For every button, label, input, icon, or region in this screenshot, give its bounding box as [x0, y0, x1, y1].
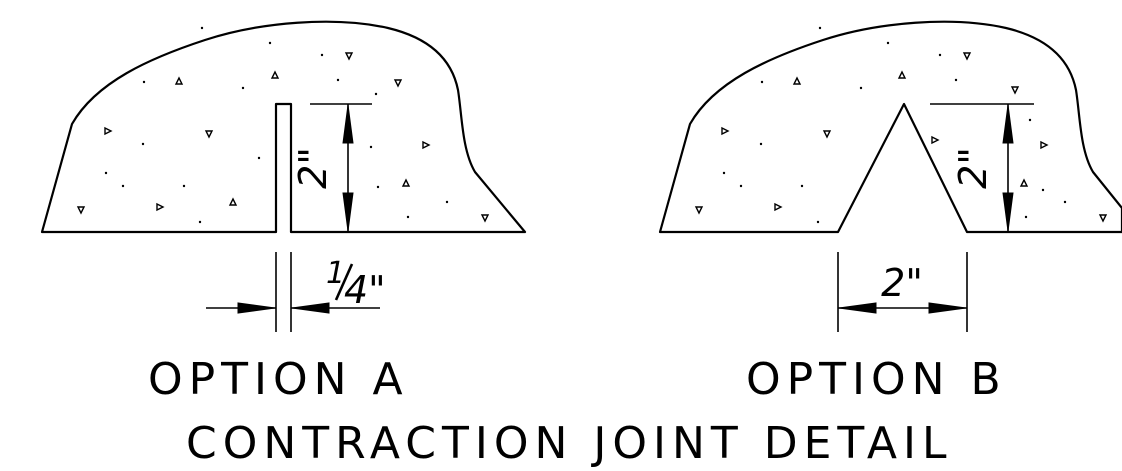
option-b-width-arrow-left	[838, 302, 877, 314]
option-b-width-arrow-right	[928, 302, 967, 314]
option-b-aggregate	[694, 26, 1108, 224]
option-a-width-arrow-right	[291, 302, 330, 314]
option-b-width-label: 2"	[881, 261, 923, 305]
option-b-detail: 2" 2" OPTION B	[658, 20, 1122, 405]
svg-text:4": 4"	[344, 268, 386, 312]
svg-text:1: 1	[326, 256, 345, 291]
option-b-depth-label: 2"	[951, 147, 995, 189]
option-a-width-label: 1 4"	[326, 256, 386, 312]
option-a-concrete-outline	[40, 20, 527, 234]
option-a-depth-arrow-top	[342, 104, 354, 144]
option-b-concrete-outline	[658, 20, 1122, 234]
option-b-title: OPTION B	[746, 354, 1007, 405]
option-a-aggregate	[76, 26, 490, 224]
option-a-detail: 2" 1 4" OPTION A	[40, 20, 527, 405]
option-a-depth-label: 2"	[291, 147, 335, 189]
option-a-depth-arrow-bottom	[342, 192, 354, 232]
option-a-width-arrow-left	[237, 302, 276, 314]
main-title: CONTRACTION JOINT DETAIL	[186, 418, 952, 469]
option-a-title: OPTION A	[148, 354, 409, 405]
option-b-depth-arrow-bottom	[1002, 192, 1014, 232]
option-b-depth-arrow-top	[1002, 104, 1014, 144]
